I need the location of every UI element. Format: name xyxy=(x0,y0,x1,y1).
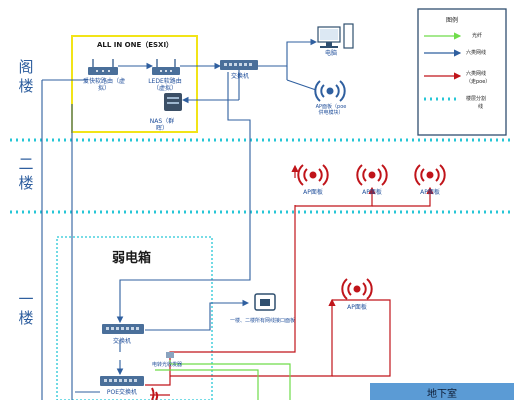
router2-icon xyxy=(152,59,180,75)
basement-bar xyxy=(370,383,514,400)
legend-cat6-label: 六类网线 xyxy=(466,50,487,56)
router1-label-line1: 爱快软路由（虚 xyxy=(82,78,125,85)
floor-first-char-2: 楼 xyxy=(18,309,34,327)
nas-label-line2: 晖） xyxy=(155,125,168,132)
poe-switch-icon xyxy=(100,376,144,386)
router1-label: 爱快软路由（虚 拟） xyxy=(74,78,134,92)
attic-ap-link xyxy=(286,79,317,91)
switch-attic-label: 交换机 xyxy=(230,73,249,80)
weak-box-frame xyxy=(56,236,213,400)
legend-box xyxy=(417,8,507,136)
ap-second-3-label: AP面板 xyxy=(420,189,440,196)
lan-panel-icon xyxy=(254,293,276,311)
ap-attic-icon xyxy=(314,80,346,102)
floor-label-first: 一 楼 xyxy=(16,290,36,328)
router2-label: LEDE软路由 （虚拟） xyxy=(142,78,188,92)
ap-second-1-icon xyxy=(297,164,329,186)
floor-attic-char-2: 楼 xyxy=(18,77,34,95)
switch-box-label: 交换机 xyxy=(112,338,131,345)
media-converter-label: 电转光收发器 xyxy=(152,362,183,368)
ap-attic-label-line2: 供电模块） xyxy=(318,110,344,116)
legend-divider-label-1: 楼层分割 xyxy=(466,96,487,102)
basement-label: 地下室 xyxy=(427,389,457,400)
ap-second-3-icon xyxy=(414,164,446,186)
esxi-title: ALL IN ONE（ESXI） xyxy=(96,41,174,49)
floor-label-second: 二 楼 xyxy=(16,155,36,193)
nas-label-line1: NAS（群 xyxy=(149,118,175,125)
ap-attic-label-line1: AP面板（poe xyxy=(315,104,347,110)
ap-first-icon xyxy=(341,278,373,300)
fiber-lines xyxy=(155,360,291,400)
floor-second-char-2: 楼 xyxy=(18,174,34,192)
floor-first-char-1: 一 xyxy=(18,290,34,308)
floor-attic-char-1: 阁 xyxy=(18,58,34,76)
router1-icon xyxy=(88,59,118,75)
ap-attic-label: AP面板（poe 供电模块） xyxy=(304,104,358,116)
ap-second-2-icon xyxy=(356,164,388,186)
legend-poe-label-2: （走poe） xyxy=(466,79,491,85)
nas-label: NAS（群 晖） xyxy=(145,118,179,132)
computer-label: 电脑 xyxy=(324,50,337,57)
media-converter-icon xyxy=(166,352,174,358)
legend-title: 图例 xyxy=(446,17,459,24)
floor-label-attic: 阁 楼 xyxy=(16,58,36,96)
legend-fiber-label: 光纤 xyxy=(472,33,483,39)
legend-divider-label-2: 线 xyxy=(478,104,484,110)
computer-icon xyxy=(317,23,354,49)
floor-second-char-1: 二 xyxy=(18,155,34,173)
legend-poe-label-1: 六类网线 xyxy=(466,71,487,77)
router2-label-line1: LEDE软路由 xyxy=(148,78,182,85)
poe-switch-label: POE交换机 xyxy=(106,389,138,396)
ap-second-2-label: AP面板 xyxy=(362,189,382,196)
router1-label-line2: 拟） xyxy=(97,85,110,92)
switch-box-icon xyxy=(102,324,144,334)
switch-attic-icon xyxy=(220,60,258,70)
nas-icon xyxy=(164,93,182,111)
esxi-box xyxy=(71,35,198,133)
panel-label: 一楼、二楼所有网线接口面板 xyxy=(230,318,296,324)
router2-label-line2: （虚拟） xyxy=(152,85,177,92)
ap-basement-icon xyxy=(151,387,159,400)
weak-box-title: 弱电箱 xyxy=(112,251,152,266)
ap-second-1-label: AP面板 xyxy=(303,189,323,196)
ap-first-label: AP面板 xyxy=(347,304,367,311)
